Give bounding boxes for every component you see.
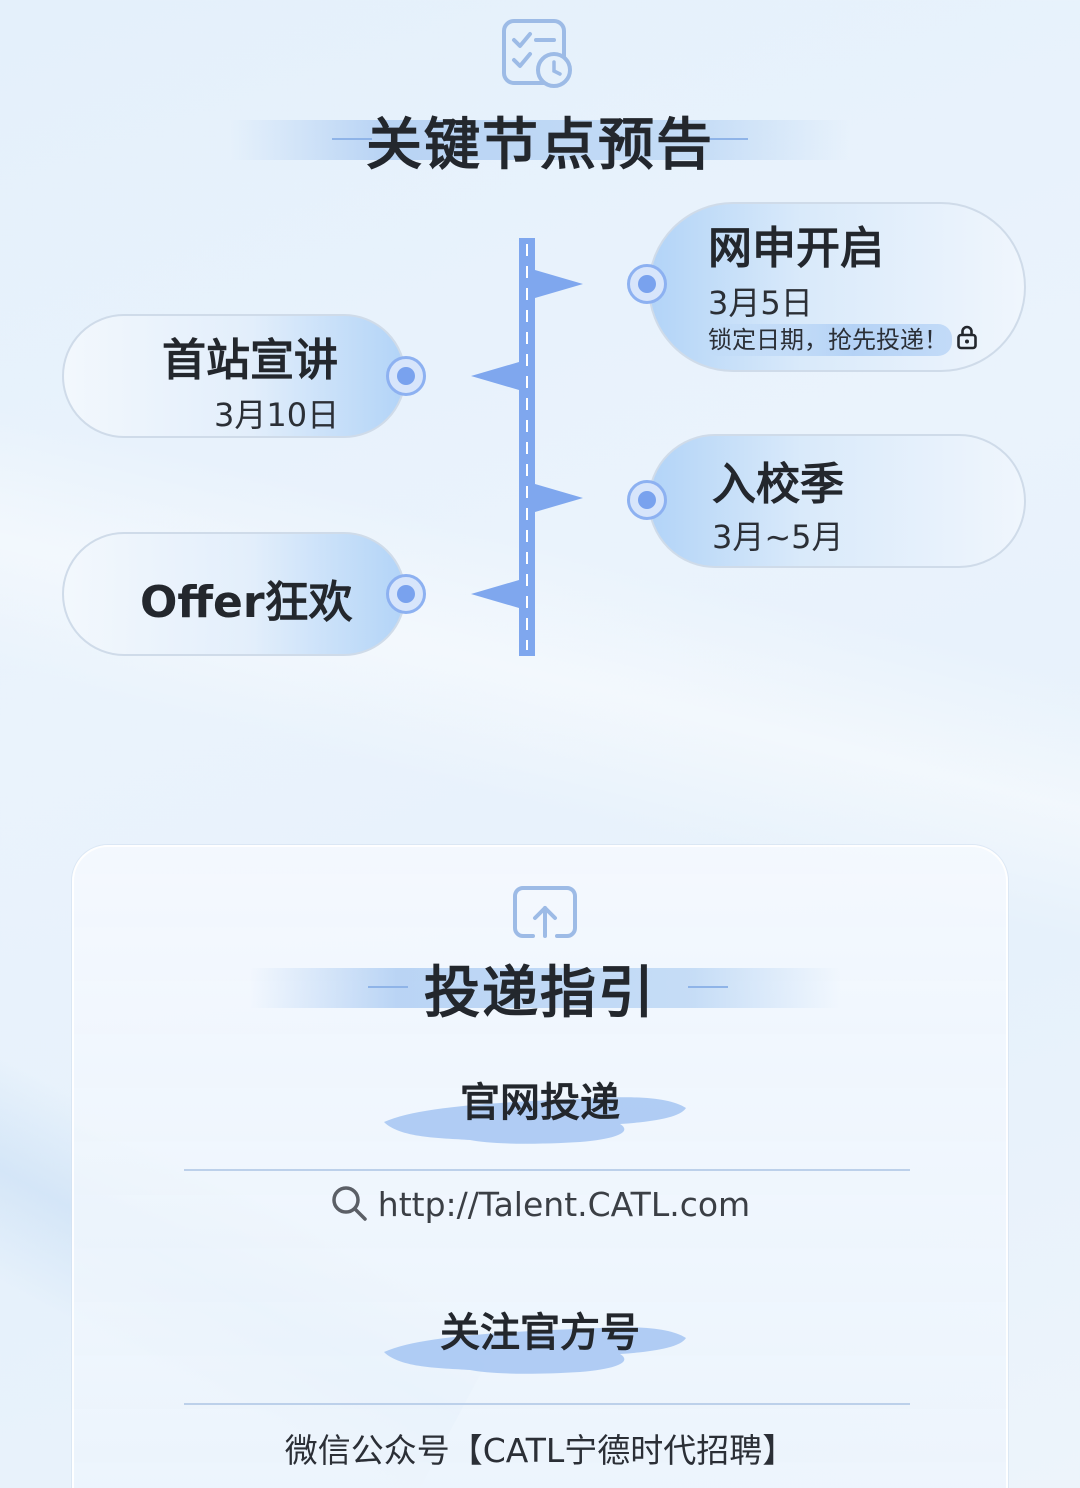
event-date: 3月~5月 — [712, 518, 844, 556]
event-card-offer-carnival — [62, 532, 406, 656]
timeline-flag-right — [535, 270, 583, 298]
timeline-flag-left — [471, 580, 519, 608]
wechat-account-text: 微信公众号【CATL宁德时代招聘】 — [284, 1431, 796, 1470]
guide-title: 投递指引 — [424, 961, 656, 1026]
brush-highlight — [384, 1097, 686, 1144]
timeline-flag-left — [471, 362, 519, 390]
title-dash-right — [708, 138, 748, 140]
search-icon — [332, 1186, 367, 1221]
upload-icon — [513, 886, 577, 938]
timeline-flag-right — [535, 484, 583, 512]
checklist-clock-icon — [502, 19, 572, 88]
event-title: 网申开启 — [708, 223, 884, 274]
event-card-campus-season — [648, 434, 1026, 568]
follow-heading: 关注官方号 — [440, 1310, 640, 1356]
timeline-axis — [519, 238, 535, 656]
lock-icon — [957, 325, 977, 350]
website-link-row[interactable]: http://Talent.CATL.com — [0, 1184, 1080, 1224]
title-highlight-band — [250, 968, 840, 1008]
title-dash-left — [368, 986, 408, 988]
event-date: 3月10日 — [214, 396, 340, 434]
event-date: 3月5日 — [708, 284, 813, 322]
timeline-dot — [386, 574, 426, 614]
brush-highlight — [384, 1327, 686, 1374]
title-dash-right — [688, 986, 728, 988]
website-url[interactable]: http://Talent.CATL.com — [377, 1185, 751, 1224]
guide-card — [72, 845, 1008, 1488]
title-highlight-band — [230, 120, 850, 160]
divider — [184, 1403, 910, 1405]
event-title: Offer狂欢 — [140, 577, 353, 628]
timeline-dot — [627, 480, 667, 520]
title-dash-left — [332, 138, 372, 140]
guide-header: 投递指引 — [0, 948, 1080, 1026]
timeline-dot — [627, 264, 667, 304]
timeline-dot — [386, 356, 426, 396]
divider — [184, 1169, 910, 1171]
page-title: 关键节点预告 — [366, 113, 714, 178]
website-heading: 官网投递 — [460, 1080, 620, 1126]
event-note: 锁定日期，抢先投递！ — [704, 324, 978, 356]
event-title: 入校季 — [712, 459, 844, 510]
event-note-text: 锁定日期，抢先投递！ — [704, 324, 952, 356]
event-title: 首站宣讲 — [162, 335, 338, 386]
milestones-header: 关键节点预告 — [0, 100, 1080, 178]
